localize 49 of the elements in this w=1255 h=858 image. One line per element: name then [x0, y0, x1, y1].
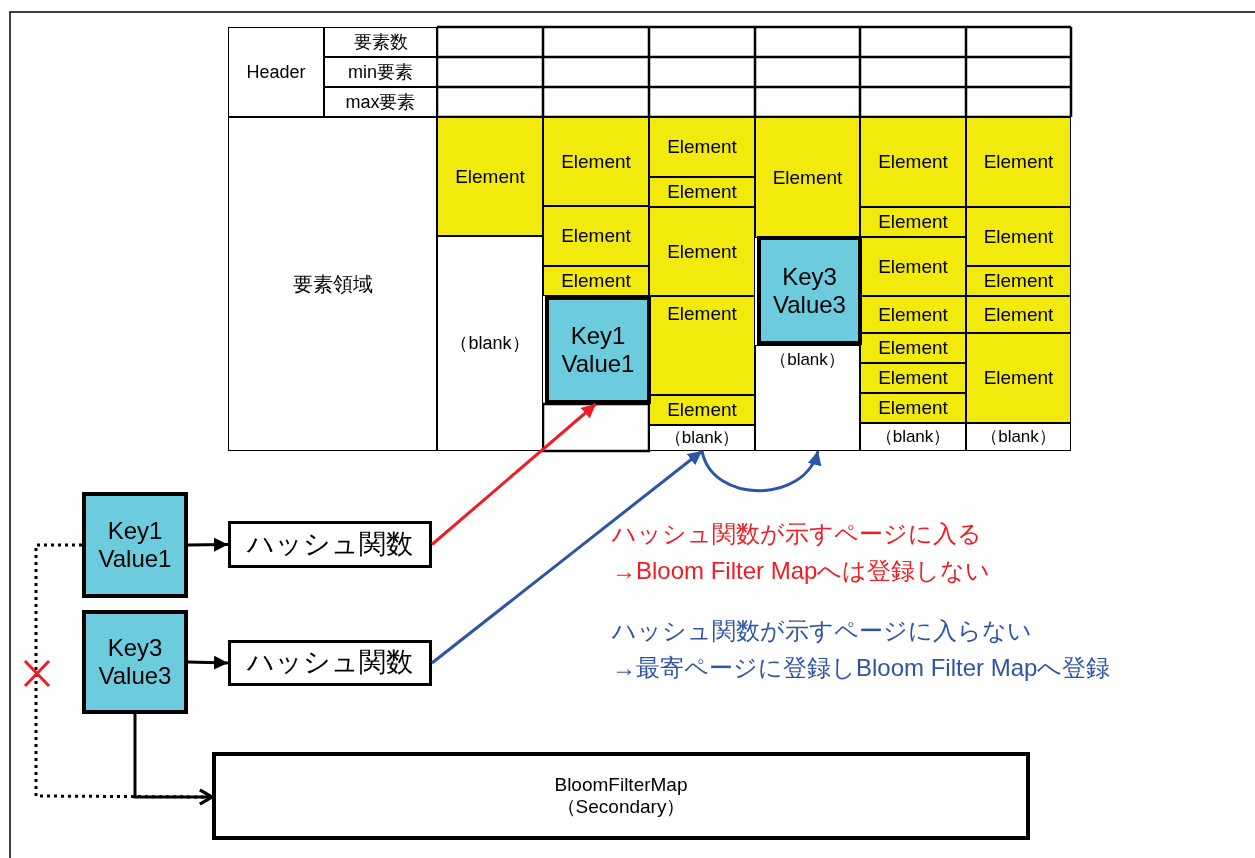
element-box: Element: [860, 393, 966, 423]
element-box: Element: [543, 117, 649, 206]
key-value-box: Key3 Value3: [757, 236, 862, 345]
element-box: Element: [649, 117, 755, 177]
element-box: Element: [860, 237, 966, 296]
blank-cell: （blank）: [649, 425, 755, 451]
table-cell: min要素: [324, 57, 437, 87]
bloom-filter-map-box: BloomFilterMap （Secondary）: [212, 752, 1030, 840]
arrow: [431, 449, 703, 665]
note-text: ハッシュ関数が示すページに入る: [612, 520, 982, 549]
blank-cell: （blank）: [755, 345, 860, 451]
table-cell: 要素領域: [228, 117, 437, 451]
arrow: [700, 450, 820, 493]
element-box: Element: [649, 296, 755, 395]
key-value-box: Key1 Value1: [82, 492, 188, 598]
element-box: Element: [860, 333, 966, 363]
key-value-box: Key3 Value3: [82, 610, 188, 714]
arrow: [133, 714, 214, 806]
element-box: Element: [860, 363, 966, 393]
table-cell: Header: [228, 27, 324, 117]
arrow: [187, 537, 229, 552]
arrow: [187, 655, 229, 670]
element-box: Element: [543, 206, 649, 266]
element-box: Element: [649, 177, 755, 207]
element-box: Element: [966, 117, 1071, 207]
element-box: Element: [966, 333, 1071, 423]
blank-cell: （blank）: [437, 236, 543, 451]
arrow: [431, 402, 597, 546]
element-box: Element: [966, 207, 1071, 266]
note-text: ハッシュ関数が示すページに入らない: [612, 617, 1032, 646]
element-box: Element: [649, 395, 755, 425]
hash-function-box: ハッシュ関数: [228, 521, 432, 568]
element-box: Element: [966, 266, 1071, 296]
element-box: Element: [860, 207, 966, 237]
table-cell: 要素数: [324, 27, 437, 57]
element-box: Element: [755, 117, 860, 238]
element-box: Element: [860, 117, 966, 207]
hash-function-box: ハッシュ関数: [228, 640, 432, 686]
element-box: Element: [543, 266, 649, 296]
note-text: →Bloom Filter Mapへは登録しない: [612, 557, 991, 586]
blank-cell: （blank）: [860, 423, 966, 451]
table-cell: max要素: [324, 87, 437, 117]
blank-cell: （blank）: [966, 423, 1071, 451]
key-value-box: Key1 Value1: [545, 296, 651, 404]
element-box: Element: [966, 296, 1071, 333]
element-box: Element: [649, 207, 755, 296]
note-text: →最寄ページに登録しBloom Filter Mapへ登録: [612, 654, 1111, 683]
element-box: Element: [860, 296, 966, 333]
element-box: Element: [437, 117, 543, 236]
